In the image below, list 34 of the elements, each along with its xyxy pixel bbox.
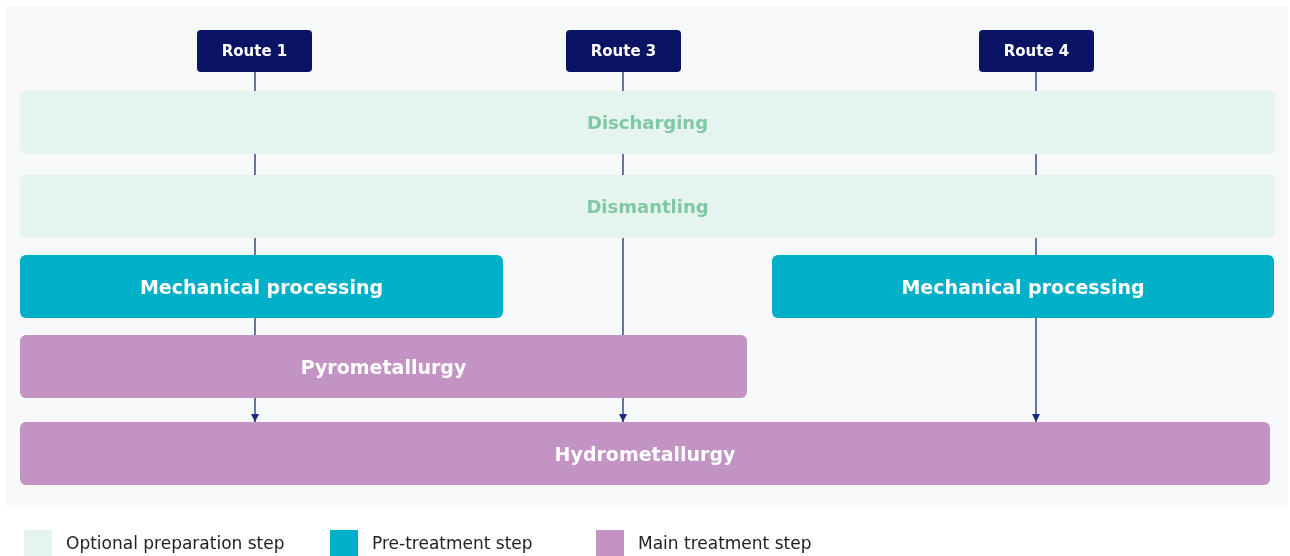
connector-line	[254, 71, 256, 92]
legend-label: Optional preparation step	[66, 533, 285, 553]
arrow	[619, 397, 627, 423]
connector-line	[254, 153, 256, 176]
process-band	[20, 422, 1270, 485]
node-label: Pyrometallurgy	[300, 355, 467, 378]
connector-line	[622, 153, 624, 176]
arrow	[251, 397, 259, 423]
node-label: Mechanical processing	[139, 275, 384, 298]
connector-line	[1035, 237, 1037, 256]
arrow	[1032, 317, 1040, 423]
legend-label: Pre-treatment step	[372, 533, 533, 553]
connector-line	[622, 237, 624, 336]
route-box	[566, 30, 681, 72]
node-label: Route 3	[590, 42, 657, 60]
connector-line	[254, 237, 256, 256]
route-box	[979, 30, 1094, 72]
connector-line	[254, 317, 256, 336]
node-label: Discharging	[586, 112, 709, 133]
node-label: Dismantling	[586, 196, 709, 217]
legend-label: Main treatment step	[638, 533, 812, 553]
process-band	[20, 335, 747, 398]
connector-line	[622, 71, 624, 92]
node-label: Route 1	[221, 42, 288, 60]
connector-line	[1035, 71, 1037, 92]
node-label: Hydrometallurgy	[554, 442, 736, 465]
connector-line	[1035, 153, 1037, 176]
node-label: Mechanical processing	[901, 275, 1145, 298]
process-band	[20, 91, 1275, 154]
process-band	[20, 255, 503, 318]
node-label: Route 4	[1003, 42, 1070, 60]
process-band	[772, 255, 1274, 318]
route-box	[197, 30, 312, 72]
process-band	[20, 175, 1275, 238]
